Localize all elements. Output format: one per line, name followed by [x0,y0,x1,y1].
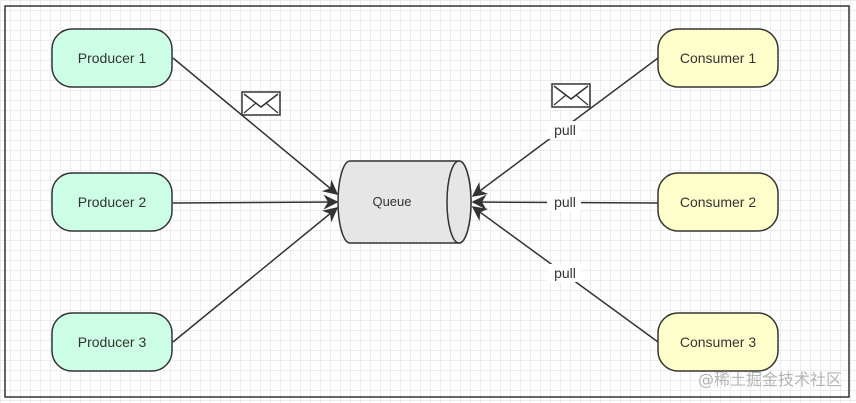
consumer-node-3[interactable]: Consumer 3 [657,312,779,372]
producer-node-2[interactable]: Producer 2 [51,172,173,232]
consumer-node-2[interactable]: Consumer 2 [657,172,779,232]
producer-label: Producer 1 [78,50,147,66]
edge-producer2-queue [172,194,339,210]
envelope-icon [241,91,281,116]
edge-producer1-queue [172,57,339,195]
consumer-label: Consumer 3 [680,334,756,350]
pull-label-1: pull [547,121,581,139]
producer-label: Producer 2 [78,194,147,210]
producer-label: Producer 3 [78,334,147,350]
watermark-text: @稀土掘金技术社区 [698,370,842,389]
consumer-label: Consumer 2 [680,194,756,210]
envelope-icon [551,83,591,108]
consumer-label: Consumer 1 [680,50,756,66]
consumer-node-1[interactable]: Consumer 1 [657,28,779,88]
diagram-frame [4,5,850,398]
edge-producer3-queue [172,207,339,343]
producer-node-1[interactable]: Producer 1 [51,28,173,88]
queue-node[interactable]: Queue [337,160,472,244]
svg-text:pull: pull [554,194,576,210]
pull-label-2: pull [547,193,581,211]
svg-text:pull: pull [554,122,576,138]
queue-label: Queue [372,194,411,209]
pull-label-3: pull [547,264,581,282]
svg-text:pull: pull [554,265,576,281]
producer-node-3[interactable]: Producer 3 [51,312,173,372]
